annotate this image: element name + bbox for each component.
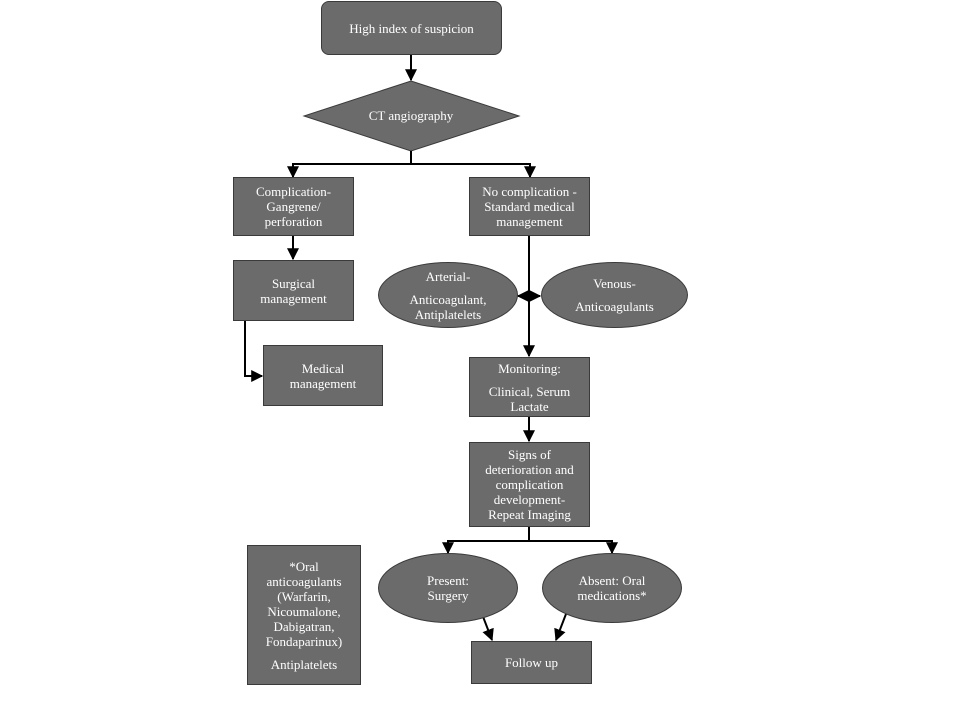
node-label-line: Surgical: [271, 275, 316, 291]
footnote-line: (Warfarin,: [277, 588, 331, 604]
node-label-line: Anticoagulant,: [409, 291, 487, 307]
node-label-title: Arterial-: [425, 268, 471, 284]
node-label-line: management: [289, 375, 357, 391]
node-venous: Venous- Anticoagulants: [541, 262, 688, 328]
node-follow-up: Follow up: [471, 641, 592, 684]
connector-cta-split: [287, 163, 536, 179]
node-label-line: Absent: Oral: [578, 573, 646, 588]
node-ct-angiography: CT angiography: [320, 100, 502, 132]
node-medical-management: Medical management: [263, 345, 383, 406]
node-signs-of-deterioration: Signs of deterioration and complication …: [469, 442, 590, 527]
node-label-line: development-: [493, 492, 566, 507]
node-label-line: Complication-: [255, 184, 332, 199]
node-label-line: management: [496, 214, 563, 229]
node-surgical-management: Surgical management: [233, 260, 354, 321]
node-label: Follow up: [504, 655, 559, 670]
node-label-line: perforation: [264, 214, 323, 229]
node-label-line: complication: [495, 477, 564, 492]
footnote-line: anticoagulants: [266, 573, 342, 589]
node-label-line: Lactate: [510, 398, 549, 414]
node-label-line: Anticoagulants: [575, 299, 654, 314]
node-high-index-suspicion: High index of suspicion: [321, 1, 502, 55]
footnote-line: Nicoumalone,: [267, 603, 341, 619]
node-label-line: Medical: [301, 360, 345, 376]
node-label-line: Antiplatelets: [414, 306, 482, 322]
footnote-box: *Oral anticoagulants (Warfarin, Nicoumal…: [247, 545, 361, 685]
node-label-line: No complication -: [482, 184, 577, 199]
connector-surgical-to-medical: [244, 321, 264, 382]
node-present-surgery: Present: Surgery: [378, 553, 518, 623]
footnote-line: Dabigatran,: [273, 618, 335, 634]
node-label-line: Signs of: [508, 447, 551, 462]
footnote-line: *Oral: [289, 558, 319, 574]
footnote-line: Fondaparinux): [265, 633, 343, 649]
connector-absent-to-followup: [554, 613, 567, 642]
node-label-line: management: [260, 290, 327, 306]
node-label: CT angiography: [368, 108, 454, 123]
node-monitoring: Monitoring: Clinical, Serum Lactate: [469, 357, 590, 417]
node-arterial: Arterial- Anticoagulant, Antiplatelets: [378, 262, 518, 328]
node-label-line: Clinical, Serum: [488, 383, 571, 399]
node-label-line: Standard medical: [484, 199, 575, 214]
node-label-title: Monitoring:: [498, 360, 561, 376]
node-absent-oral: Absent: Oral medications*: [542, 553, 682, 623]
node-no-complication: No complication - Standard medical manag…: [469, 177, 590, 236]
connector-present-to-followup: [481, 613, 494, 642]
node-label-line: deterioration and: [485, 462, 574, 477]
node-label-line: Present:: [427, 573, 469, 588]
footnote-line: Antiplatelets: [270, 656, 338, 672]
node-label-line: Gangrene/: [266, 199, 321, 214]
connector-signs-split: [442, 540, 618, 555]
node-complication: Complication- Gangrene/ perforation: [233, 177, 354, 236]
node-label: High index of suspicion: [349, 20, 474, 36]
node-label-title: Venous-: [593, 276, 636, 291]
node-label-line: medications*: [577, 588, 647, 603]
node-label-line: Repeat Imaging: [488, 507, 571, 522]
node-label-line: Surgery: [427, 588, 469, 603]
